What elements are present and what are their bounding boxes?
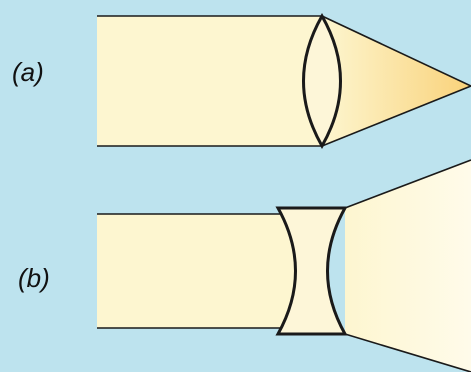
incident-beam-a (97, 16, 322, 146)
converging-beam (322, 16, 471, 146)
panel-a (97, 16, 471, 146)
panel-label-a: (a) (12, 59, 44, 85)
panel-label-b: (b) (18, 265, 50, 291)
panel-b (97, 160, 471, 372)
incident-beam-b (97, 214, 297, 328)
